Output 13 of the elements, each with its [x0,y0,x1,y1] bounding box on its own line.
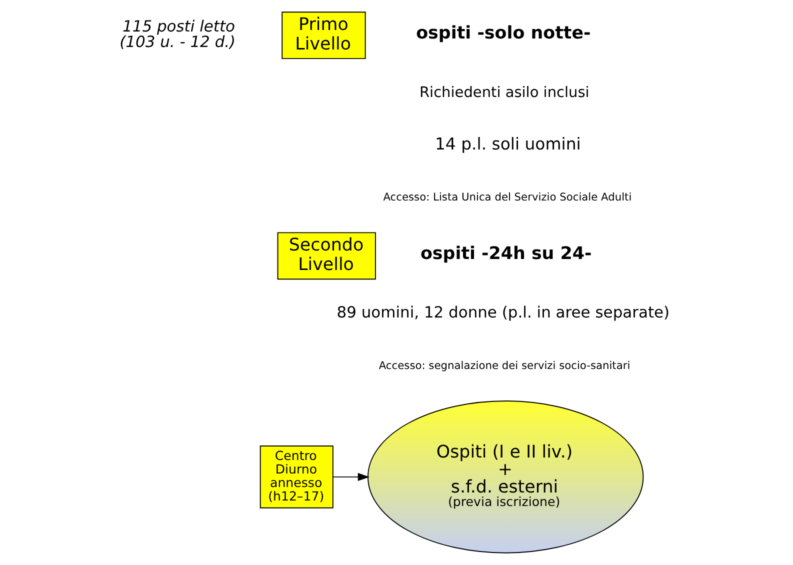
node-box: Centro Diurno annesso (h12–17) [259,446,333,508]
label: 14 p.l. soli uomini [434,134,580,154]
label: ospiti -24h su 24- [420,244,592,264]
label: 115 posti letto (103 u. - 12 d.) [119,17,236,51]
label: 89 uomini, 12 donne (p.l. in aree separate) [336,304,670,322]
node-ellipse: Ospiti (I e II liv.) + s.f.d. esterni (previa iscrizione) [366,400,644,554]
arrow [332,472,369,481]
node-box: Secondo Livello [276,232,376,280]
node-box: Primo Livello [281,12,366,60]
label: Accesso: segnalazione dei servizi socio-sanitari [378,358,630,372]
label: Richiedenti asilo inclusi [418,84,589,101]
label: Accesso: Lista Unica del Servizio Sociale Adulti [382,190,632,204]
label: ospiti -solo notte- [416,24,590,44]
